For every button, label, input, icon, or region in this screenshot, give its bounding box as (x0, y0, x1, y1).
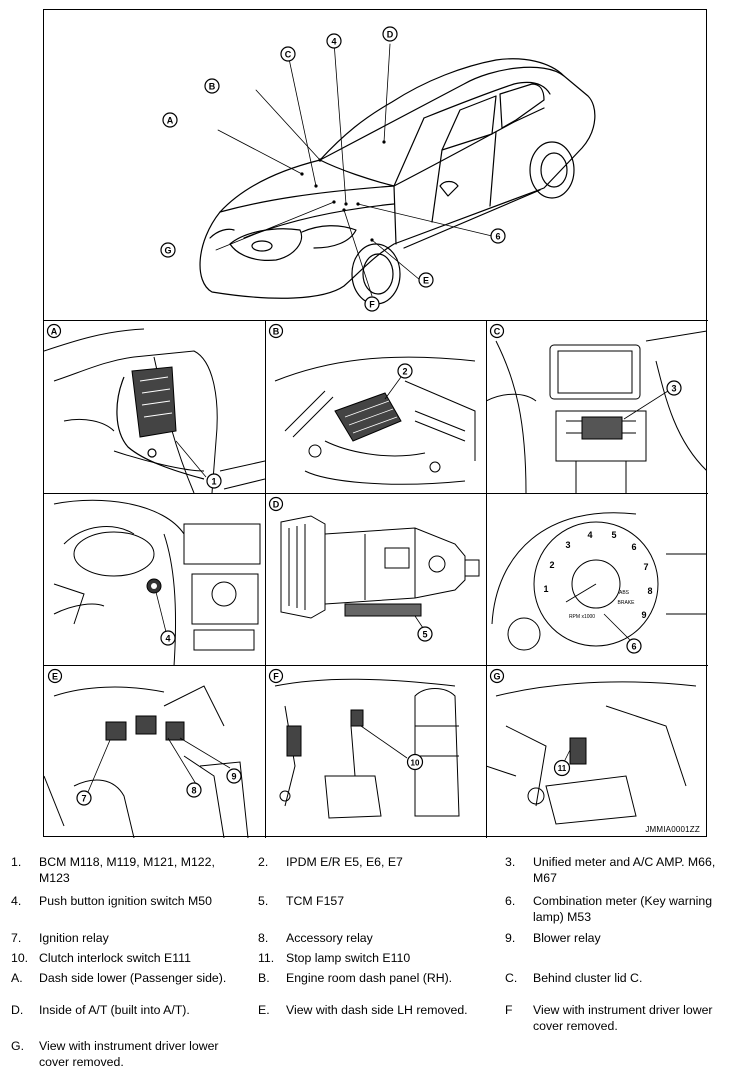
divider-col-1 (265, 320, 266, 838)
panel-4-callout-4: 4 (165, 634, 170, 644)
panel-push-button-ignition: 4 (44, 494, 265, 667)
overview-callout-b: B (209, 82, 216, 92)
legend-id: C. (505, 971, 518, 985)
legend-id: F (505, 1003, 513, 1017)
divider-row-2 (44, 493, 708, 494)
panel-d-callout-5: 5 (422, 630, 427, 640)
gauge-tick-7: 7 (643, 562, 648, 572)
panel-d-inside-at: 5 D (265, 494, 486, 667)
panel-b-engine-room-dash: 2 B (265, 321, 486, 494)
legend-id: E. (258, 1003, 270, 1017)
gauge-tick-9: 9 (641, 610, 646, 620)
legend-id: 6. (505, 894, 516, 908)
panel-f-callout-10: 10 (411, 759, 420, 768)
gauge-label-brake: BRAKE (618, 600, 636, 606)
panel-g-letter: G (493, 672, 500, 682)
overview-callout-d: D (387, 30, 394, 40)
gauge-tick-2: 2 (549, 560, 554, 570)
overview-callout-6: 6 (495, 232, 500, 242)
panel-c-behind-cluster-lid: 3 C (486, 321, 707, 494)
overview-callout-f: F (369, 300, 375, 310)
legend-text: TCM F157 (286, 894, 345, 908)
legend-text: Accessory relay (286, 931, 373, 945)
divider-row-1 (44, 320, 708, 321)
legend-text: View with instrument driver lower cover … (533, 1003, 713, 1033)
legend-id: G. (11, 1039, 24, 1053)
gauge-label-rpm: RPM x1000 (569, 614, 595, 620)
gauge-tick-6: 6 (631, 542, 636, 552)
panel-b-letter: B (273, 327, 280, 337)
legend-id: 3. (505, 855, 516, 869)
legend-text: Combination meter (Key warning lamp) M53 (533, 894, 713, 924)
panel-e-callout-9: 9 (231, 772, 236, 782)
panel-g-callout-11: 11 (558, 764, 567, 773)
divider-col-2 (486, 320, 487, 838)
panel-a-letter: A (51, 327, 58, 337)
legend-text: Inside of A/T (built into A/T). (39, 1003, 190, 1017)
legend-id: 5. (258, 894, 269, 908)
component-location-figure: A B C 4 D G 6 E F (43, 9, 708, 839)
panel-f-driver-lower-cover: 10 F (265, 666, 486, 839)
legend-text: IPDM E/R E5, E6, E7 (286, 855, 403, 869)
panel-combination-meter: 1 2 3 4 5 6 7 8 9 ABS BRAKE RPM x1000 6 (486, 494, 707, 667)
gauge-tick-4: 4 (587, 530, 592, 540)
legend-id: 9. (505, 931, 516, 945)
overview-callout-e: E (423, 276, 429, 286)
legend-text: Stop lamp switch E110 (286, 951, 411, 965)
gauge-tick-1: 1 (543, 584, 548, 594)
panel-a-dash-side-lower: 1 A (44, 321, 265, 494)
car-overview-drawing: A B C 4 D G 6 E F (160, 26, 596, 312)
legend-id: D. (11, 1003, 24, 1017)
overview-callout-4: 4 (331, 37, 336, 47)
legend-text: Blower relay (533, 931, 601, 945)
panel-a-callout-1: 1 (211, 477, 216, 487)
legend-id: 4. (11, 894, 22, 908)
panel-c-letter: C (494, 327, 501, 337)
legend-text: BCM M118, M119, M121, M122, M123 (39, 855, 215, 885)
panel-e-callout-7: 7 (81, 794, 86, 804)
legend-id: 11. (258, 951, 275, 965)
gauge-label-abs: ABS (619, 590, 630, 596)
legend-text: View with dash side LH removed. (286, 1003, 468, 1017)
panel-e-callout-8: 8 (191, 786, 196, 796)
legend-id: A. (11, 971, 23, 985)
overview-callout-g: G (164, 246, 171, 256)
panel-e-letter: E (52, 672, 58, 682)
overview-callout-c: C (285, 50, 292, 60)
legend-id: 10. (11, 951, 29, 965)
legend-text: Unified meter and A/C AMP. M66, M67 (533, 855, 716, 885)
panel-e-dash-side-lh: 7 8 9 E (44, 666, 265, 839)
panel-g-driver-lower-cover: 11 G (486, 666, 707, 839)
legend-id: 2. (258, 855, 269, 869)
legend-text: Ignition relay (39, 931, 109, 945)
legend-text: View with instrument driver lower cover … (39, 1039, 219, 1069)
legend-id: B. (258, 971, 270, 985)
panel-c-callout-3: 3 (671, 384, 676, 394)
legend-text: Behind cluster lid C. (533, 971, 643, 985)
gauge-tick-3: 3 (565, 540, 570, 550)
legend-text: Push button ignition switch M50 (39, 894, 212, 908)
panel-d-letter: D (273, 500, 280, 510)
legend-text: Dash side lower (Passenger side). (39, 971, 227, 985)
figure-code: JMMIA0001ZZ (645, 825, 700, 834)
legend-id: 1. (11, 855, 22, 869)
panel-b-callout-2: 2 (402, 367, 407, 377)
gauge-tick-8: 8 (647, 586, 652, 596)
legend-text: Clutch interlock switch E111 (39, 951, 191, 965)
panel-f-letter: F (273, 672, 279, 682)
legend-id: 7. (11, 931, 22, 945)
divider-row-3 (44, 665, 708, 666)
overview-callout-a: A (167, 116, 174, 126)
legend-text: Engine room dash panel (RH). (286, 971, 453, 985)
gauge-tick-5: 5 (611, 530, 616, 540)
panel-6-callout-6: 6 (631, 642, 636, 652)
legend-id: 8. (258, 931, 269, 945)
